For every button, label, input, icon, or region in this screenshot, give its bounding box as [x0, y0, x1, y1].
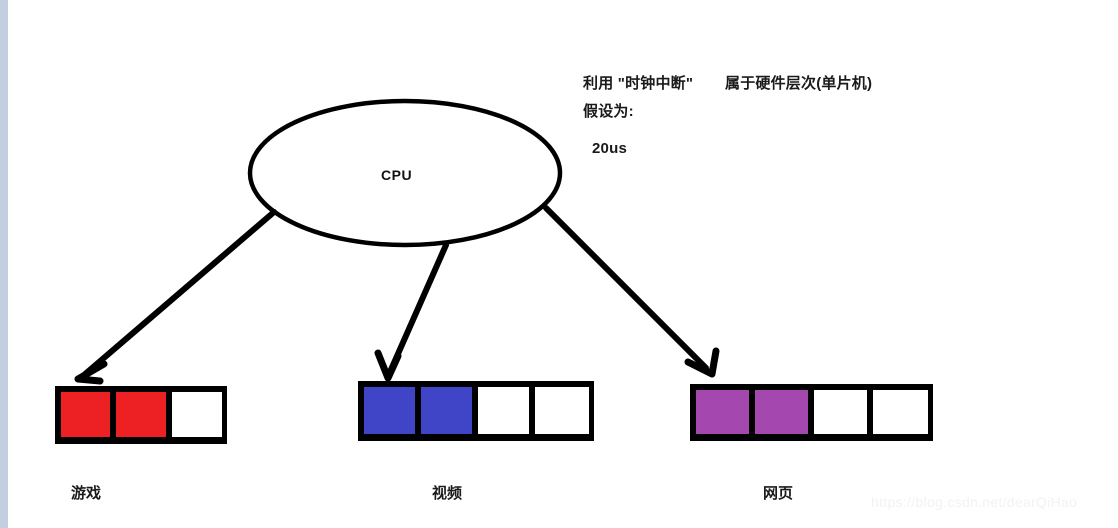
- cpu-ellipse: [247, 98, 563, 248]
- left-edge-strip: [0, 0, 8, 528]
- timeslice-cell: [421, 387, 473, 434]
- timeslice-cell: [535, 387, 589, 434]
- timeslice-cell: [171, 392, 222, 437]
- note-assumption-label: 假设为:: [583, 103, 634, 120]
- timeslice-cell: [116, 392, 166, 437]
- group-label-web: 网页: [763, 485, 794, 502]
- note-timeslice-value: 20us: [592, 140, 627, 157]
- timeslice-cell: [61, 392, 111, 437]
- timeslice-group-game: [55, 386, 227, 444]
- timeslice-cell: [478, 387, 530, 434]
- timeslice-cell: [814, 390, 868, 434]
- note-hardware-layer: 属于硬件层次(单片机): [725, 75, 873, 92]
- timeslice-group-video: [358, 381, 594, 441]
- timeslice-group-web: [690, 384, 933, 441]
- arrow-cpu-to-video: [374, 242, 449, 382]
- arrow-cpu-to-game: [74, 209, 277, 385]
- group-label-video: 视频: [432, 485, 463, 502]
- note-clock-interrupt: 利用 "时钟中断": [583, 75, 694, 92]
- timeslice-cell: [755, 390, 809, 434]
- cpu-node-label: CPU: [381, 167, 413, 183]
- timeslice-cell: [873, 390, 929, 434]
- group-label-game: 游戏: [71, 485, 102, 502]
- timeslice-cell: [696, 390, 750, 434]
- timeslice-cell: [364, 387, 416, 434]
- arrow-cpu-to-web: [543, 205, 720, 378]
- source-watermark: https://blog.csdn.net/dearQiHao: [871, 494, 1078, 510]
